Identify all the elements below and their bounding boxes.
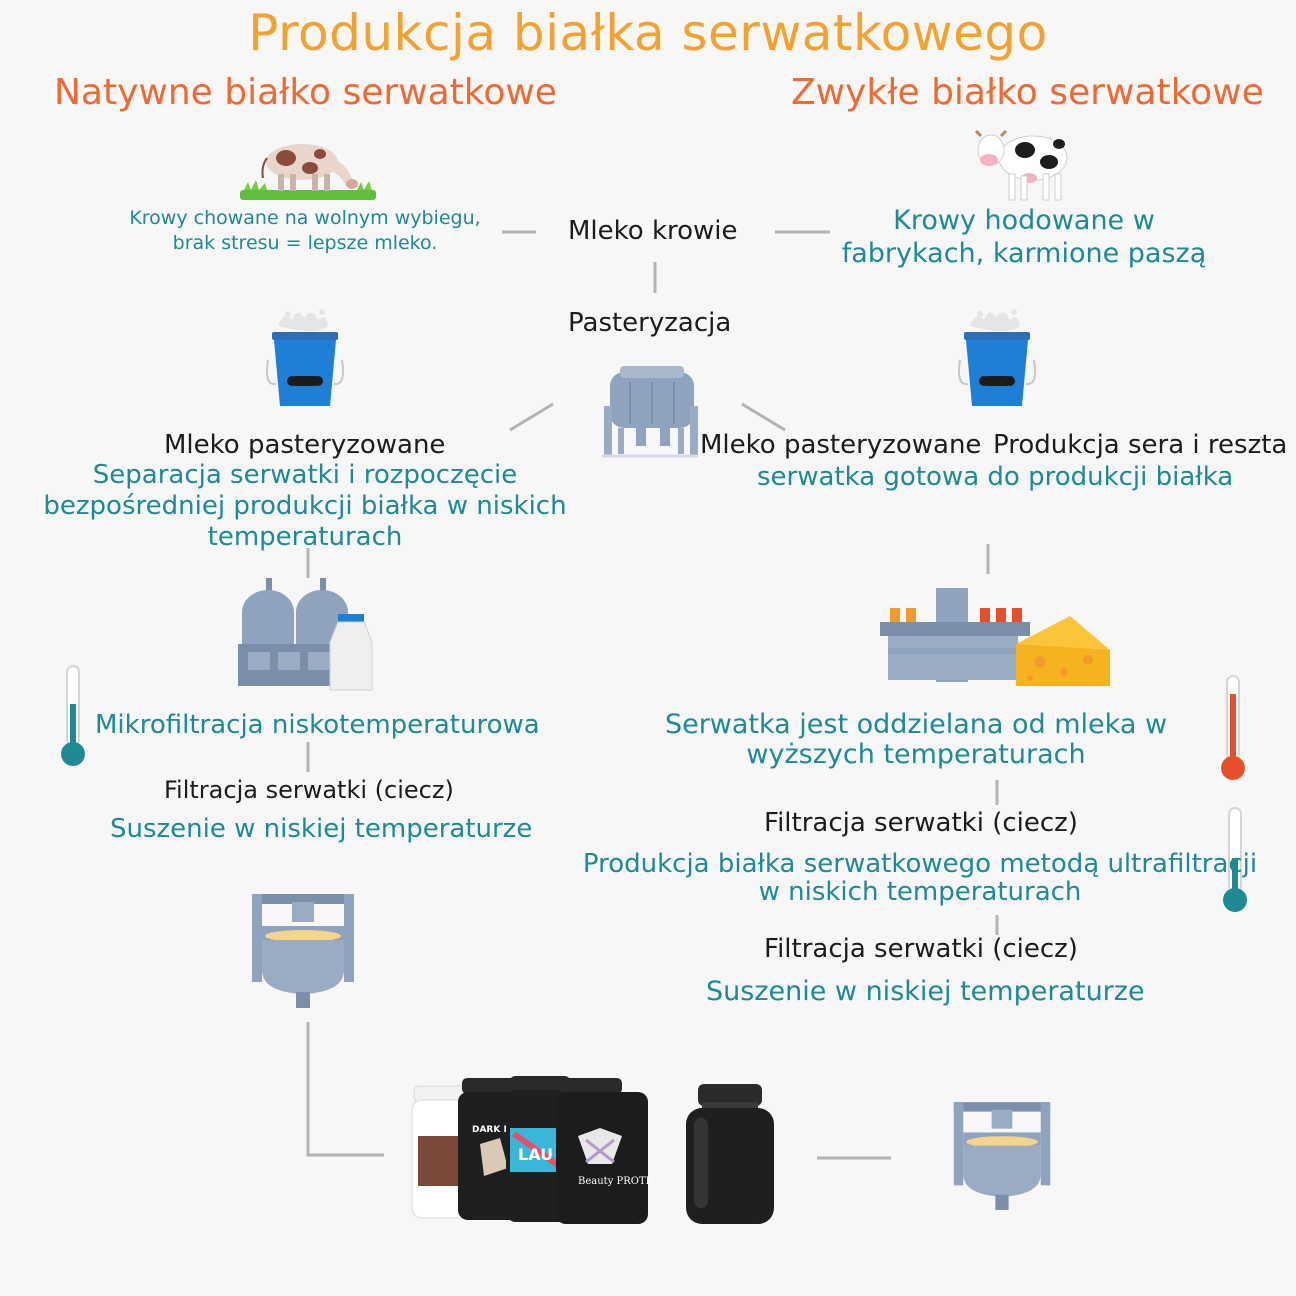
connector-pasteurizer-right (741, 402, 786, 432)
connector-left-products (306, 1022, 384, 1157)
protein-jars-icon: DARK KI LAU Beauty PROTEIN (411, 1076, 650, 1224)
grazing-cow-icon (240, 144, 376, 200)
drying-vat-icon (953, 1102, 1051, 1210)
left-cows-note: Krowy chowane na wolnym wybiegu, brak st… (129, 207, 481, 254)
thermometer-hot-icon (1221, 675, 1245, 780)
drying-vat-icon (252, 894, 354, 1008)
thermometer-cold-icon (61, 665, 85, 766)
right-separation-text: Serwatka jest oddzielana od mleka w wyżs… (664, 709, 1168, 770)
left-pasteurized-label: Mleko pasteryzowane (164, 430, 446, 460)
cheese-factory-icon (880, 588, 1110, 686)
left-drying-text: Suszenie w niskiej temperaturze (110, 814, 533, 844)
right-whey-ready-text: serwatka gotowa do produkcji białka (757, 462, 1234, 492)
jar-label-2: LAU (518, 1145, 553, 1164)
right-ultrafiltration-text: Produkcja białka serwatkowego metodą ult… (582, 849, 1258, 907)
connector-pasteurizer-left (509, 402, 554, 432)
left-microfiltration-text: Mikrofiltracja niskotemperaturowa (95, 710, 540, 740)
jar-label-1: DARK KI (472, 1125, 514, 1135)
right-cows-note: Krowy hodowane w fabrykach, karmione pas… (841, 205, 1207, 269)
left-heading: Natywne białko serwatkowe (54, 72, 557, 113)
protein-jar-icon (686, 1084, 774, 1224)
milk-bucket-icon (958, 309, 1036, 406)
right-heading: Zwykłe białko serwatkowe (791, 72, 1264, 113)
right-filtration-label-1: Filtracja serwatki (ciecz) (764, 808, 1078, 838)
thermometer-cold-icon (1223, 807, 1247, 912)
jar-label-3: Beauty PROTEIN (578, 1176, 650, 1187)
milk-bucket-icon (266, 309, 344, 406)
right-pasteurized-label: Mleko pasteryzowane (700, 430, 982, 460)
dairy-factory-icon (238, 578, 373, 691)
right-drying-text: Suszenie w niskiej temperaturze (706, 976, 1145, 1007)
page-title: Produkcja białka serwatkowego (248, 4, 1048, 62)
right-filtration-label-2: Filtracja serwatki (ciecz) (764, 934, 1078, 964)
center-pasteurization-label: Pasteryzacja (568, 308, 732, 338)
left-separation-text: Separacja serwatki i rozpoczęcie bezpośr… (43, 460, 567, 552)
pasteurizer-tank-icon (602, 366, 698, 458)
factory-cow-icon (975, 129, 1068, 201)
center-milk-label: Mleko krowie (568, 216, 738, 246)
right-cheese-label: Produkcja sera i reszta (993, 430, 1288, 460)
left-filtration-label: Filtracja serwatki (ciecz) (164, 776, 454, 804)
